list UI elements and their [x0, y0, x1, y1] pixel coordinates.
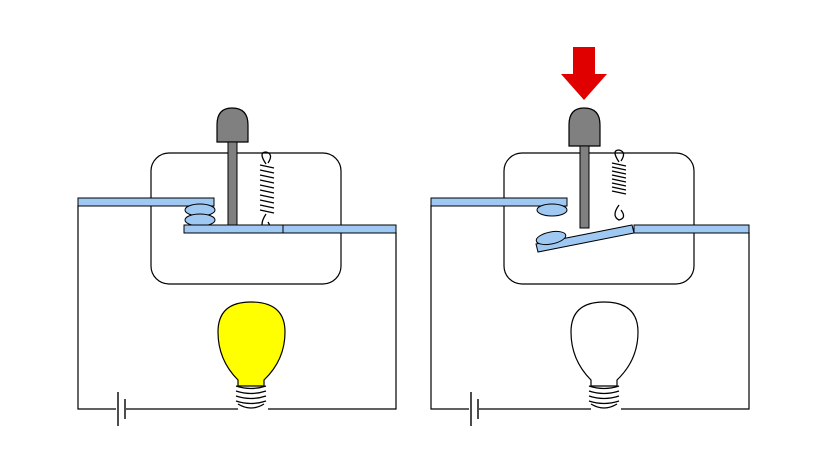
right-battery-icon: [470, 392, 479, 426]
right-upper-contact-point: [536, 203, 568, 217]
left-switch-housing: [150, 152, 342, 285]
left-panel: [77, 107, 397, 426]
press-down-arrow-icon: [561, 47, 607, 100]
left-light-bulb-icon: [217, 301, 286, 409]
right-plunger-cap: [568, 107, 601, 147]
right-panel: [430, 47, 750, 426]
left-plunger-rod: [227, 141, 238, 227]
right-light-bulb-icon: [570, 301, 639, 409]
left-upper-contact-strip: [77, 197, 215, 207]
right-switch-housing: [503, 152, 695, 285]
right-lower-contact-strip: [633, 224, 750, 234]
right-plunger-rod: [579, 145, 590, 229]
left-battery-icon: [117, 392, 126, 426]
right-circuit-wire: [430, 205, 750, 410]
right-upper-contact-strip: [430, 197, 568, 207]
left-lower-contact-strip: [282, 224, 397, 234]
right-lower-contact-point: [535, 230, 567, 246]
left-lower-contact-point: [184, 213, 216, 227]
right-spring-icon: [611, 149, 627, 221]
left-plunger-cap: [216, 107, 249, 143]
left-circuit-wire: [77, 205, 397, 410]
left-moving-contact-strip: [183, 224, 284, 234]
